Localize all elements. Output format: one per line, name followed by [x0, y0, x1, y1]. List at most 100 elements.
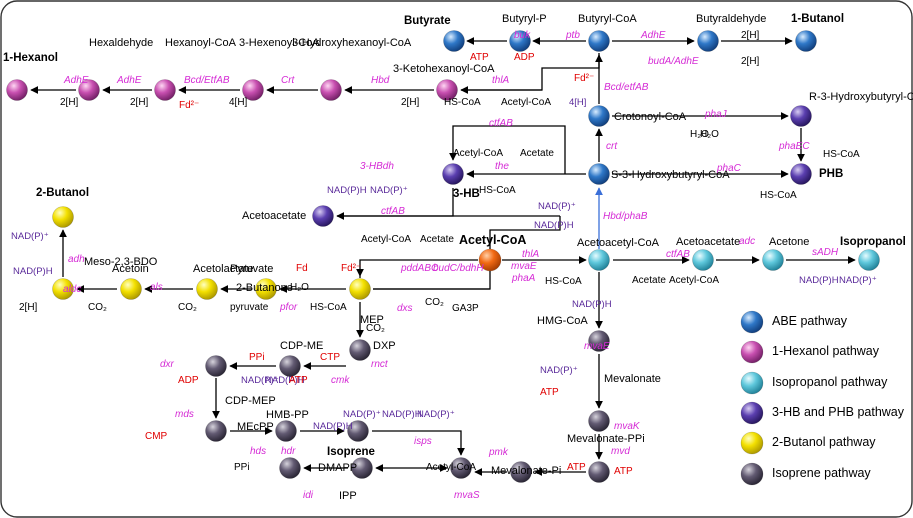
- reaction-arrow: [372, 430, 465, 456]
- 3-hexenoyl-coa-node: [242, 79, 264, 101]
- metabolite-label: 2-Butanone: [236, 282, 293, 294]
- butyryl-coa-node: [588, 30, 610, 52]
- enzyme-label: thlA: [522, 249, 540, 260]
- metabolite-label: ATP: [567, 462, 586, 473]
- legend-swatch: [740, 310, 764, 334]
- hexanoyl-coa-node: [154, 79, 176, 101]
- metabolite-label: NAD(P)⁺: [370, 185, 408, 196]
- metabolite-label: HMB-PP: [266, 409, 309, 421]
- legend-label: 2-Butanol pathway: [772, 435, 876, 449]
- reaction-arrow: [356, 259, 478, 277]
- enzyme-label: adc: [739, 236, 756, 247]
- metabolite-label: 2[H]: [130, 97, 149, 108]
- crotonoyl-coa-node: [588, 105, 610, 127]
- enzyme-label: cmk: [331, 375, 350, 386]
- metabolite-label: R-3-Hydroxybutyryl-CoA: [809, 91, 913, 103]
- metabolite-label: PPi: [249, 352, 265, 363]
- metabolite-label: CO₂: [88, 302, 107, 313]
- metabolite-label: 3-Hexenoyl-CoA: [239, 37, 320, 49]
- metabolite-label: Acetyl-CoA: [669, 275, 720, 286]
- product-label: 3-HB: [453, 188, 480, 200]
- metabolite-label: Mevalonate-Pi: [491, 465, 562, 477]
- dxp-node: [349, 339, 371, 361]
- 2-butanone-node: [52, 278, 74, 300]
- enzyme-label: ptb: [566, 30, 580, 41]
- metabolite-label: IPP: [339, 490, 357, 502]
- enzyme-label: budA/AdhE: [648, 56, 699, 67]
- metabolite-label: HS-CoA: [760, 190, 797, 201]
- metabolite-label: NAD(P)⁺: [839, 275, 877, 286]
- product-label: 2-Butanol: [36, 187, 90, 199]
- metabolite-label: Hexanoyl-CoA: [165, 37, 236, 49]
- metabolite-label: CO₂: [425, 297, 444, 308]
- metabolite-label: CO₂: [178, 302, 197, 313]
- butyryl-p-node: [509, 30, 531, 52]
- legend-label: 3-HB and PHB pathway: [772, 405, 905, 419]
- metabolite-label: Crotonoyl-CoA: [614, 111, 687, 123]
- enzyme-label: phaEC: [779, 141, 810, 152]
- acetone-node: [762, 249, 784, 271]
- legend-label: Isopropanol pathway: [772, 375, 888, 389]
- enzyme-label: mvaS: [454, 490, 480, 501]
- legend-label: Isoprene pathway: [772, 466, 871, 480]
- metabolite-label: 2[H]: [60, 97, 79, 108]
- metabolite-label: Fd²⁻: [574, 73, 595, 84]
- enzyme-label: sADH: [812, 247, 839, 258]
- metabolite-label: H₂O: [700, 129, 719, 140]
- legend-swatch: [740, 371, 764, 395]
- metabolite-label: 2[H]: [401, 97, 420, 108]
- metabolite-label: Acetyl-CoA: [361, 234, 412, 245]
- 3-hydroxyhexanoyl-coa-node: [320, 79, 342, 101]
- enzyme-label: ctfAB: [489, 118, 513, 129]
- hexaldehyde-node: [78, 79, 100, 101]
- pyruvate-node: [349, 278, 371, 300]
- acetoacetyl-coa-node: [588, 249, 610, 271]
- enzyme-label: mvaE: [584, 341, 610, 352]
- enzyme-label: mvd: [611, 446, 630, 457]
- legend-swatch: [740, 401, 764, 425]
- metabolite-label: HMG-CoA: [537, 315, 588, 327]
- metabolite-label: MEP: [360, 314, 384, 326]
- dmapp-node: [351, 457, 373, 479]
- reaction-arrow: [449, 125, 566, 174]
- s3hb-coa-node: [588, 163, 610, 185]
- enzyme-label: AdhE: [117, 75, 142, 86]
- metabolite-label: Acetyl-CoA: [501, 97, 552, 108]
- enzyme-label: thlA: [492, 75, 510, 86]
- enzyme-label: the: [495, 161, 509, 172]
- metabolite-label: 2[H]: [741, 56, 760, 67]
- metabolite-label: Acetate: [632, 275, 666, 286]
- acetoin-node: [196, 278, 218, 300]
- metabolite-label: HS-CoA: [545, 276, 582, 287]
- metabolite-label: Butyraldehyde: [696, 13, 767, 25]
- acetoacetate-right-node: [692, 249, 714, 271]
- metabolite-label: Meso-2,3-BDO: [84, 256, 158, 268]
- enzyme-label: Bcd/etfAB: [604, 82, 649, 93]
- enzyme-label: mvaE: [511, 261, 537, 272]
- metabolite-label: Acetoacetyl-CoA: [577, 237, 659, 249]
- metabolite-label: ADP: [514, 52, 535, 63]
- 1-hexanol-node: [6, 79, 28, 101]
- enzyme-label: phaJ: [705, 109, 727, 120]
- enzyme-label: adh: [68, 254, 85, 265]
- enzyme-label: idi: [303, 490, 314, 501]
- metabolite-label: NAD(P)H: [534, 220, 574, 231]
- metabolite-label: NAD(P)H: [265, 375, 305, 386]
- butyrate-node: [443, 30, 465, 52]
- metabolite-label: Pyruvate: [230, 263, 274, 275]
- enzyme-label: 3-HBdh: [360, 161, 394, 172]
- metabolite-label: ADP: [178, 375, 199, 386]
- enzyme-label: Hbd/phaB: [603, 211, 648, 222]
- cdp-mep-node: [205, 420, 227, 442]
- 3-hb-node: [442, 163, 464, 185]
- metabolite-label: pyruvate: [230, 302, 269, 313]
- metabolite-label: NAD(P)H: [13, 266, 53, 277]
- metabolite-label: NAD(P)H: [572, 299, 612, 310]
- legend-label: ABE pathway: [772, 314, 848, 328]
- enzyme-label: AdhE: [641, 30, 666, 41]
- metabolite-label: HS-CoA: [444, 97, 481, 108]
- metabolite-label: Acetolactate: [193, 263, 254, 275]
- metabolite-label: HS-CoA: [823, 149, 860, 160]
- metabolite-label: HS-CoA: [479, 185, 516, 196]
